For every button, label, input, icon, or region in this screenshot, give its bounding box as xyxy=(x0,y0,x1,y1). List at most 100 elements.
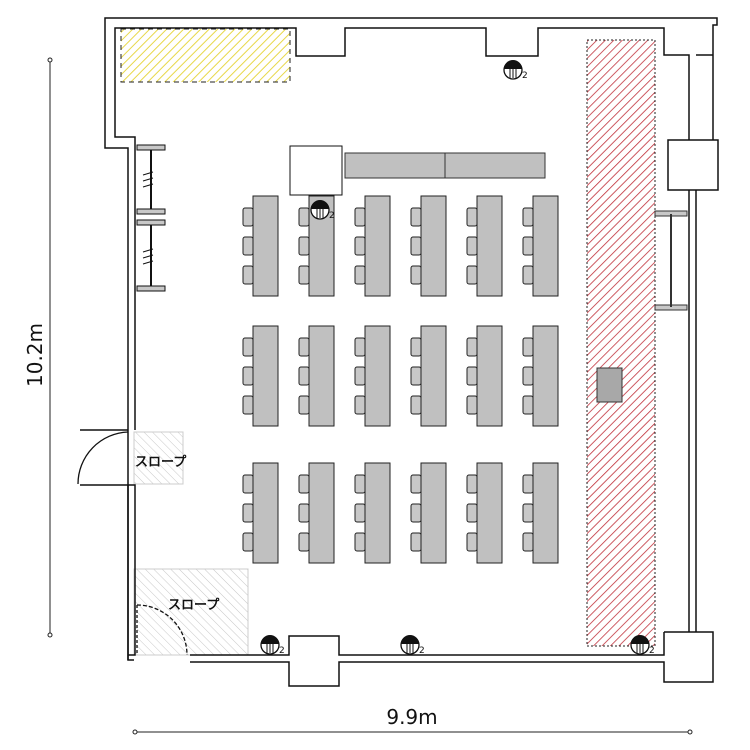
chair xyxy=(466,265,478,285)
desk-group xyxy=(354,325,391,427)
desk-group xyxy=(410,462,447,564)
chair xyxy=(522,337,534,357)
chair xyxy=(242,474,254,494)
desk-group xyxy=(298,325,335,427)
front-table-1 xyxy=(344,152,446,179)
desk xyxy=(420,462,447,564)
door-swing-bottom xyxy=(136,604,188,656)
chair xyxy=(298,366,310,386)
chair xyxy=(466,474,478,494)
chair xyxy=(410,532,422,552)
left-partition xyxy=(136,144,166,292)
desk-group xyxy=(522,195,559,297)
slope-area-1 xyxy=(133,431,184,485)
height-label: 10.2m xyxy=(23,323,47,387)
chair xyxy=(410,337,422,357)
chair xyxy=(242,207,254,227)
chair xyxy=(410,395,422,415)
yellow-hatched-zone xyxy=(120,28,291,83)
chair xyxy=(242,337,254,357)
desk xyxy=(308,462,335,564)
chair xyxy=(522,474,534,494)
right-partition xyxy=(654,210,688,311)
desk-group xyxy=(242,325,279,427)
outlet-icon: 2 xyxy=(400,635,425,656)
chair xyxy=(298,207,310,227)
chair xyxy=(298,265,310,285)
desk xyxy=(420,195,447,297)
chair xyxy=(298,395,310,415)
chair xyxy=(354,503,366,523)
door-swing-left xyxy=(77,431,129,485)
chair xyxy=(410,366,422,386)
outlet-count: 2 xyxy=(279,646,285,656)
chair xyxy=(298,236,310,256)
desk xyxy=(364,462,391,564)
chair xyxy=(242,236,254,256)
desk xyxy=(252,195,279,297)
desk-group xyxy=(354,462,391,564)
chair xyxy=(466,395,478,415)
chair xyxy=(522,532,534,552)
slope-label-2: スロープ xyxy=(168,598,220,613)
chair xyxy=(522,503,534,523)
chair xyxy=(466,207,478,227)
chair xyxy=(410,207,422,227)
chair xyxy=(522,395,534,415)
outlet-count: 2 xyxy=(649,646,655,656)
chair xyxy=(410,474,422,494)
slope-label-1: スロープ xyxy=(135,455,187,470)
desk xyxy=(476,195,503,297)
chair xyxy=(522,236,534,256)
chair xyxy=(298,532,310,552)
seating-grid xyxy=(242,195,559,564)
desk-group xyxy=(466,325,503,427)
chair xyxy=(298,503,310,523)
outlet-icon: 2 xyxy=(630,635,655,656)
chair xyxy=(522,207,534,227)
desk-group xyxy=(466,195,503,297)
outlet-count: 2 xyxy=(419,646,425,656)
desk xyxy=(252,462,279,564)
desk xyxy=(364,195,391,297)
front-table-2 xyxy=(444,152,546,179)
outlet-icon: 2 xyxy=(310,200,335,221)
chair xyxy=(298,474,310,494)
chair xyxy=(354,337,366,357)
desk-group xyxy=(466,462,503,564)
desk-group xyxy=(410,325,447,427)
chair xyxy=(522,265,534,285)
chair xyxy=(466,532,478,552)
desk-group xyxy=(354,195,391,297)
outlets: 2 2 2 2 2 xyxy=(260,60,655,656)
chair xyxy=(466,503,478,523)
chair xyxy=(410,503,422,523)
desk-group xyxy=(522,462,559,564)
room-walls xyxy=(80,17,719,687)
desk xyxy=(476,325,503,427)
chair xyxy=(354,236,366,256)
desk xyxy=(532,462,559,564)
desk xyxy=(532,195,559,297)
outlet-icon: 2 xyxy=(503,60,528,81)
chair xyxy=(410,265,422,285)
chair xyxy=(354,474,366,494)
chair xyxy=(354,395,366,415)
chair xyxy=(242,395,254,415)
chair xyxy=(522,366,534,386)
desk-group xyxy=(242,462,279,564)
chair xyxy=(242,265,254,285)
desk xyxy=(252,325,279,427)
slope-area-2 xyxy=(133,568,249,656)
outlet-icon: 2 xyxy=(260,635,285,656)
chair xyxy=(410,236,422,256)
desk xyxy=(476,462,503,564)
red-hatched-zone xyxy=(586,39,656,647)
chair xyxy=(354,265,366,285)
outlet-count: 2 xyxy=(329,211,335,221)
desk xyxy=(364,325,391,427)
desk xyxy=(532,325,559,427)
chair xyxy=(354,366,366,386)
desk xyxy=(420,325,447,427)
